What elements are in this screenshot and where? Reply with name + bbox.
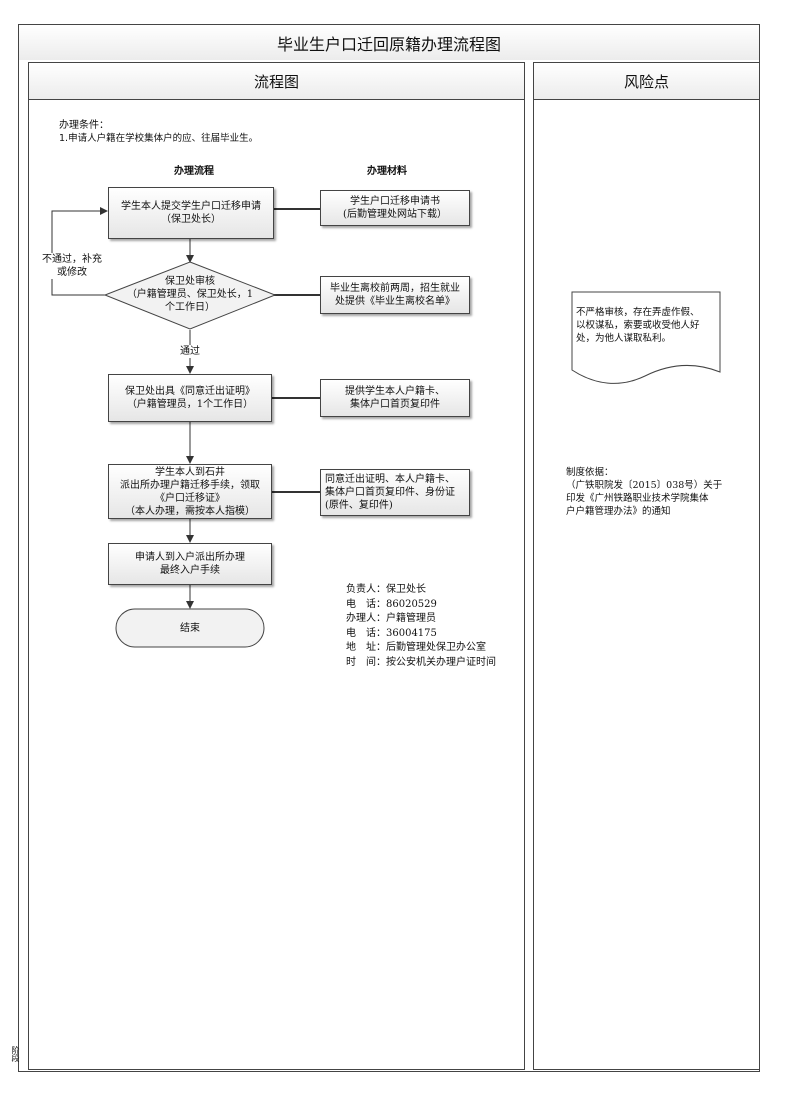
risk-header: 风险点 <box>533 62 760 100</box>
pass-label: 通过 <box>180 345 200 358</box>
risk-column <box>533 62 760 1070</box>
material-graduate-list: 毕业生离校前两周，招生就业 处提供《毕业生离校名单》 <box>320 276 470 314</box>
step-certificate: 保卫处出具《同意迁出证明》 （户籍管理员，1个工作日） <box>108 374 272 422</box>
material-application-form: 学生户口迁移申请书 (后勤管理处网站下载） <box>320 190 470 226</box>
policy-basis: 制度依据： （广铁职院发〔2015〕038号）关于 印发《广州铁路职业技术学院集… <box>566 467 723 517</box>
risk-note: 不严格审核，存在弄虚作假、 以权谋私，索要或收受他人好 处，为他人谋取私利。 <box>576 307 700 344</box>
step-police: 学生本人到石井 派出所办理户籍迁移手续，领取 《户口迁移证》 （本人办理，需按本… <box>108 464 272 519</box>
step-end: 结束 <box>180 623 200 634</box>
risk-document-shape <box>571 291 721 384</box>
decision-review-shape <box>103 261 277 330</box>
material-household-card: 提供学生本人户籍卡、 集体户口首页复印件 <box>320 379 470 417</box>
materials-column-heading: 办理材料 <box>367 166 407 177</box>
contact-info: 负责人：保卫处长 电 话：86020529 办理人：户籍管理员 电 话：3600… <box>346 584 496 668</box>
conditions-label: 办理条件： <box>59 120 109 131</box>
process-column-heading: 办理流程 <box>174 166 214 177</box>
step-final: 申请人到入户派出所办理 最终入户手续 <box>108 543 272 585</box>
flow-header: 流程图 <box>28 62 525 100</box>
reject-label: 不通过，补充 或修改 <box>36 253 108 279</box>
page-title: 毕业生户口迁回原籍办理流程图 <box>18 24 760 61</box>
step-review: 保卫处审核 （户籍管理员、保卫处长，1 个工作日） <box>126 276 254 313</box>
material-transfer-documents: 同意迁出证明、本人户籍卡、 集体户口首页复印件、身份证 (原件、复印件) <box>320 469 470 516</box>
end-terminator-shape <box>115 608 265 648</box>
step-apply: 学生本人提交学生户口迁移申请 （保卫处长） <box>108 187 274 239</box>
conditions-item: 1.申请人户籍在学校集体户的应、往届毕业生。 <box>59 133 259 144</box>
side-mark: 阶段 <box>11 1046 20 1062</box>
